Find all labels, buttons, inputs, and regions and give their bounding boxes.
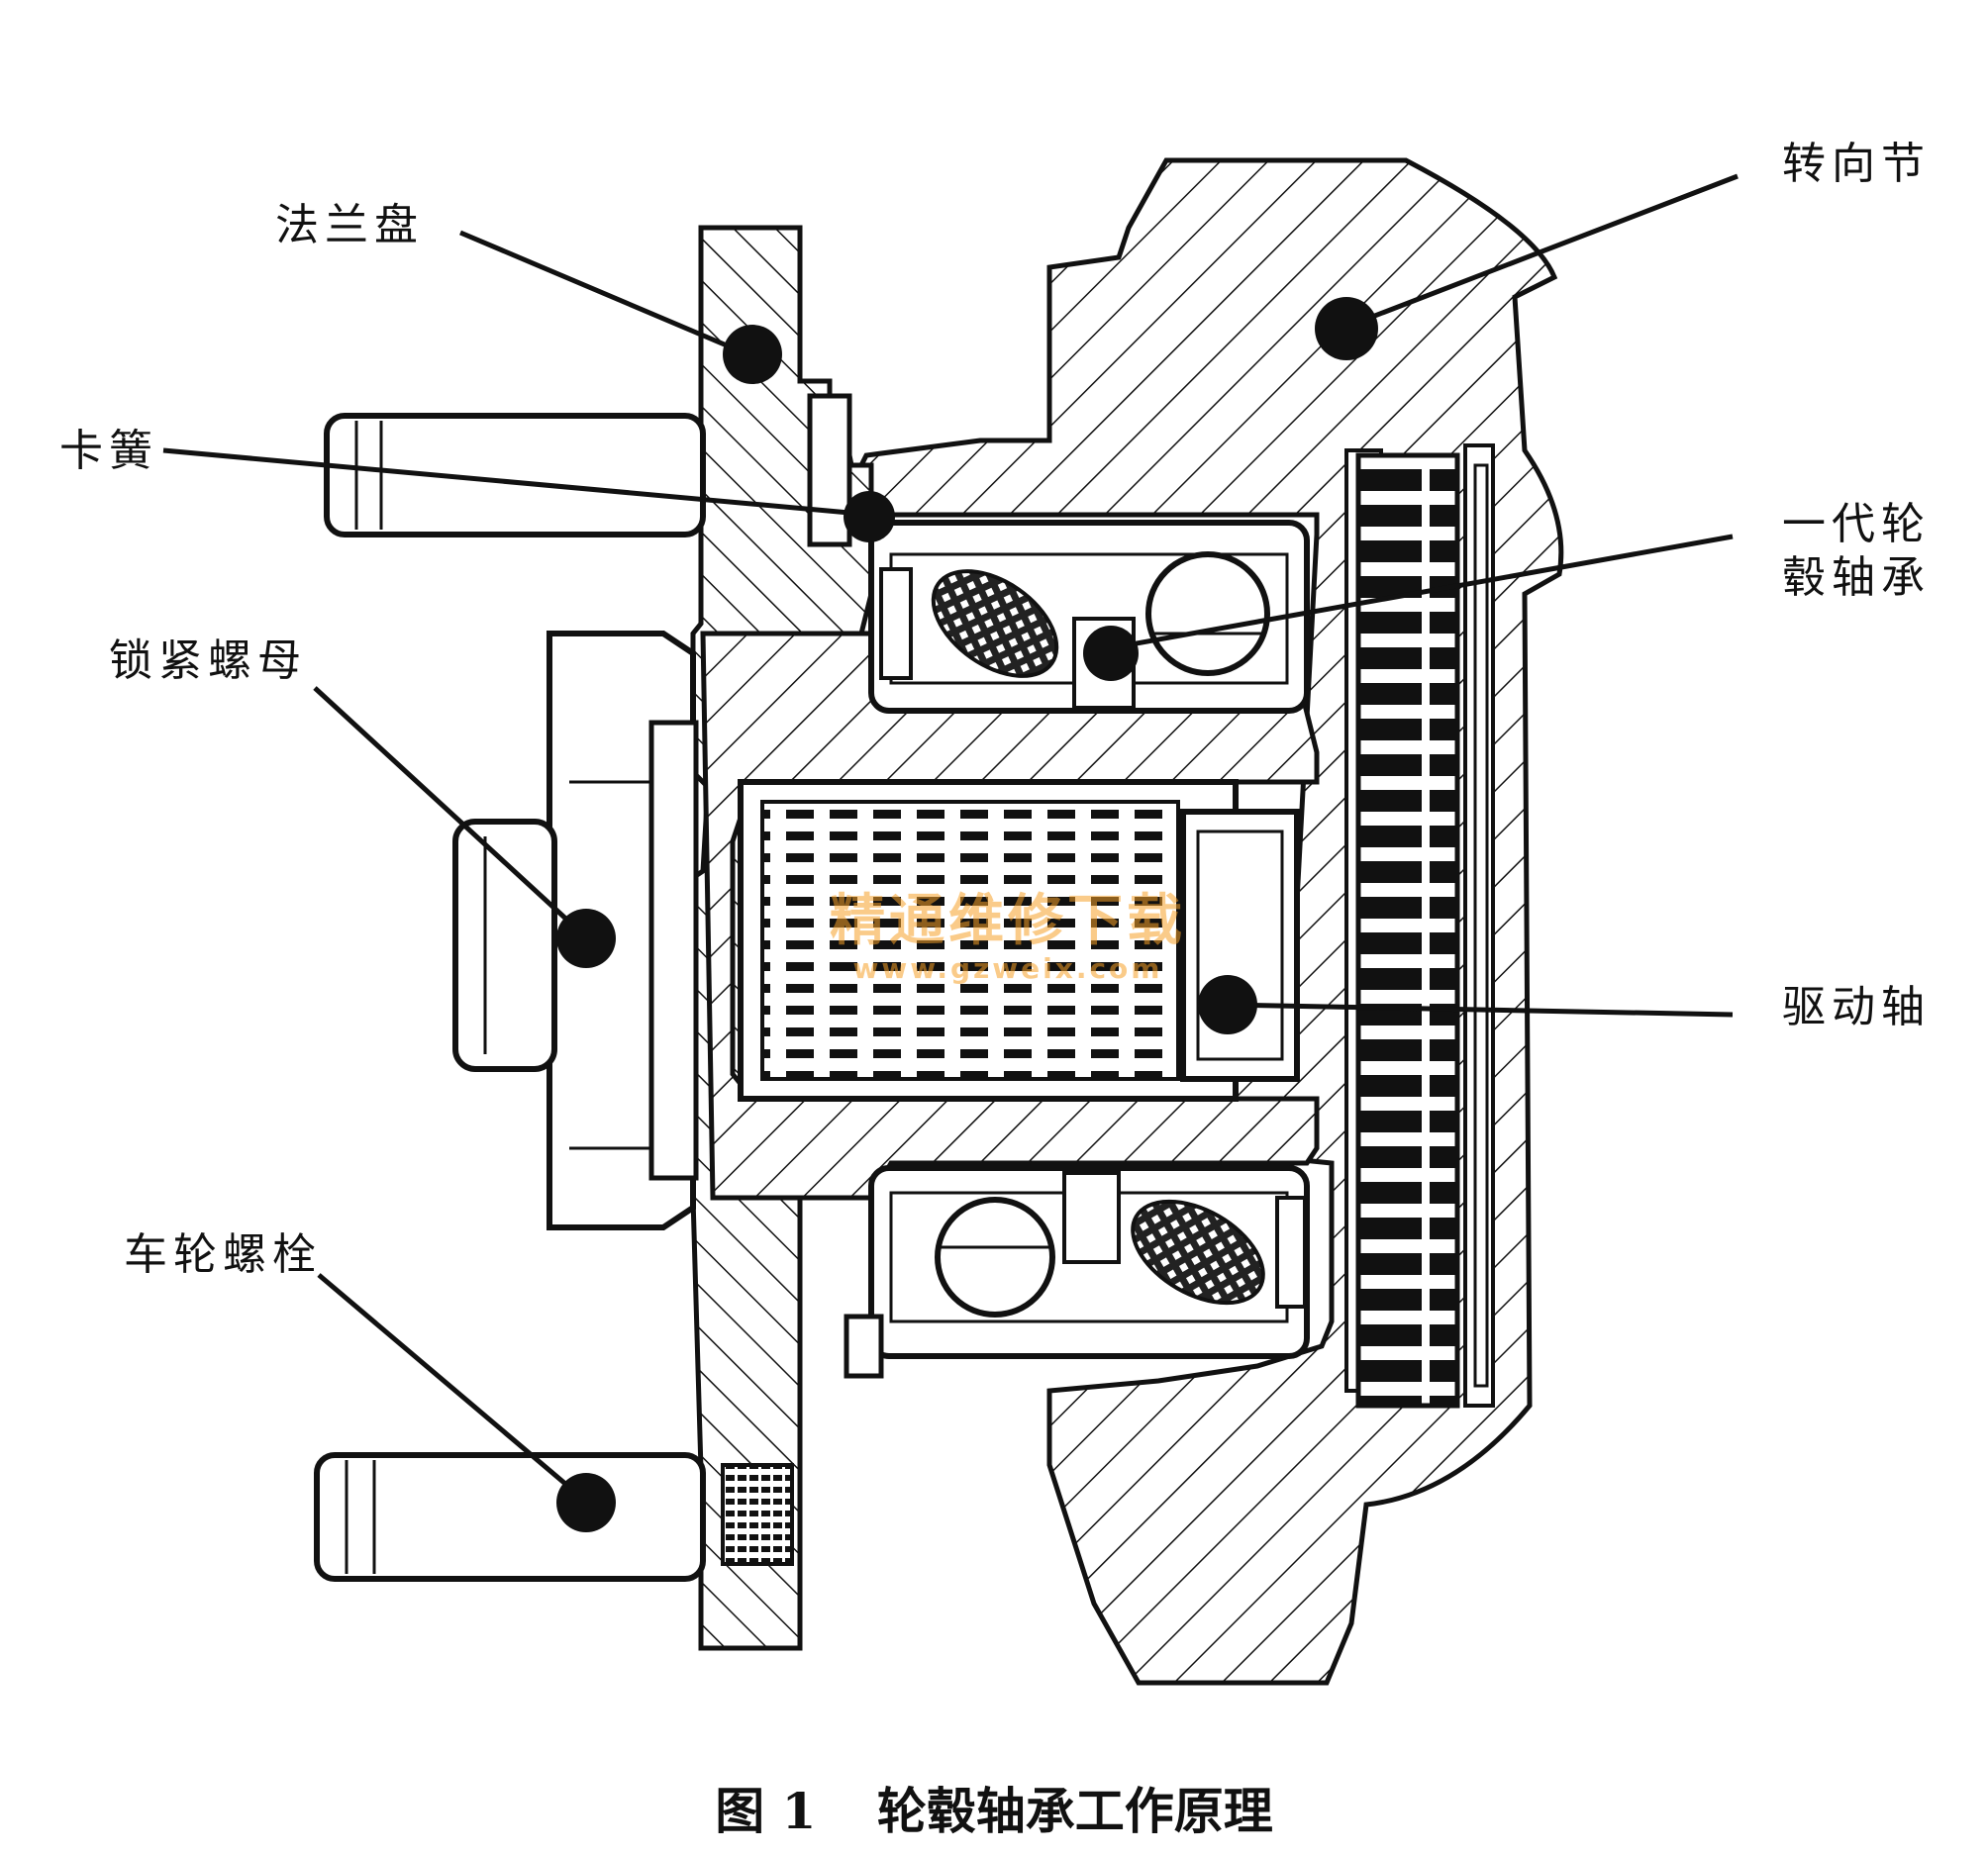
label-circlip: 卡簧 — [59, 426, 158, 476]
circlip-part — [807, 393, 884, 1379]
drive-shaft-part — [738, 779, 1300, 1102]
watermark: 精通维修下载 www.gzweix.com — [830, 876, 1186, 985]
lower-roller-right — [1131, 1199, 1265, 1306]
dot-bearing — [1083, 626, 1139, 681]
upper-wheel-bolt — [324, 413, 706, 537]
dot-circlip — [844, 491, 895, 542]
dot-steering-knuckle — [1315, 297, 1378, 360]
dot-drive-shaft — [1198, 975, 1257, 1034]
leader-lines — [162, 173, 1739, 1502]
label-bearing-line2: 毂轴承 — [1782, 552, 1931, 603]
tone-ring — [1355, 443, 1495, 1409]
figure-title: 轮毂轴承工作原理 — [876, 1782, 1273, 1840]
label-drive-shaft: 驱动轴 — [1782, 982, 1931, 1032]
label-lock-nut: 锁紧螺母 — [109, 635, 307, 686]
dot-wheel-bolt — [556, 1473, 616, 1532]
label-flange: 法兰盘 — [275, 200, 424, 250]
upper-roller-left — [931, 569, 1059, 678]
watermark-line2: www.gzweix.com — [852, 952, 1163, 985]
lower-ball — [935, 1197, 1055, 1318]
upper-bearing — [868, 520, 1310, 714]
label-steering-knuckle: 转向节 — [1782, 139, 1931, 189]
lock-nut-part — [452, 631, 699, 1230]
upper-ball — [1145, 551, 1270, 676]
label-bearing-line1: 一代轮 — [1782, 499, 1931, 549]
label-wheel-bolt: 车轮螺栓 — [124, 1229, 322, 1280]
watermark-line1: 精通维修下载 — [830, 889, 1186, 953]
figure-number: 图 1 — [715, 1782, 817, 1840]
lower-bearing — [868, 1165, 1310, 1359]
dot-flange — [723, 325, 782, 384]
dot-lock-nut — [556, 909, 616, 968]
figure-caption: 图 1 轮毂轴承工作原理 — [0, 1772, 1988, 1843]
callout-dots — [556, 297, 1378, 1532]
